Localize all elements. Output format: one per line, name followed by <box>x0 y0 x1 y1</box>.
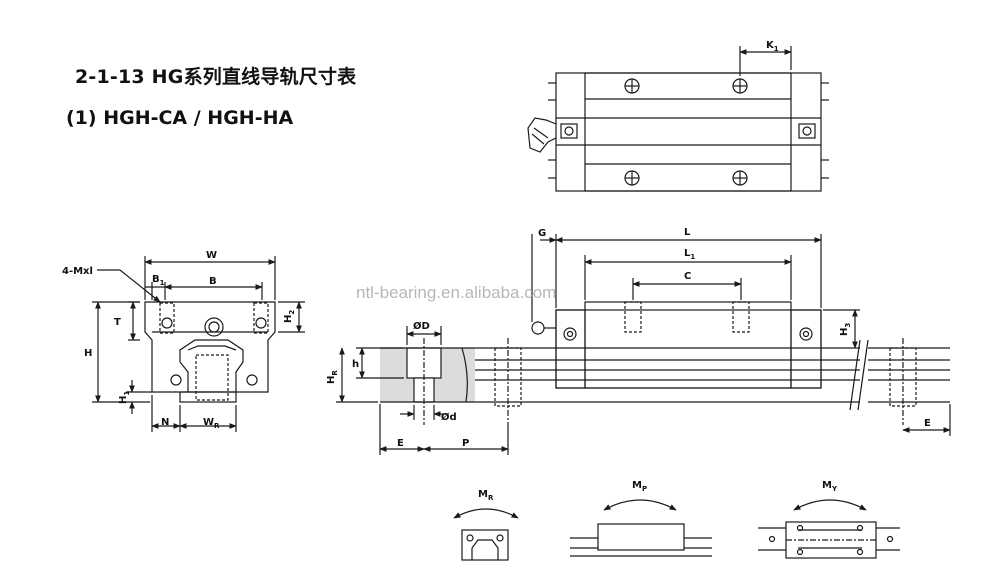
mr-label: MR <box>478 489 494 502</box>
g-label: G <box>538 228 546 239</box>
h1-label: H1 <box>118 391 131 404</box>
w-label: W <box>206 250 217 261</box>
moment-my-icon <box>758 499 900 559</box>
h-label: H <box>84 348 92 359</box>
mp-label: MP <box>632 480 647 493</box>
hr-label: HR <box>326 370 339 384</box>
od-small-label: Ød <box>441 411 457 423</box>
side-view <box>336 234 951 455</box>
t-label: T <box>114 317 121 328</box>
end-view <box>92 256 305 432</box>
k1-label: K1 <box>766 40 779 53</box>
moment-mp-icon <box>570 499 712 557</box>
model-subtitle: (1) HGH-CA / HGH-HA <box>66 107 294 129</box>
wr-label: WR <box>203 417 220 430</box>
b1-label: B1 <box>152 274 165 287</box>
n-label: N <box>161 417 169 428</box>
page-title: 2-1-13 HG系列直线导轨尺寸表 <box>75 66 357 88</box>
my-label: MY <box>822 480 838 493</box>
e-left-label: E <box>397 438 404 449</box>
h2-label: H2 <box>283 310 296 323</box>
c-label: C <box>684 271 691 282</box>
mxl-label: 4-Mxl <box>62 266 93 277</box>
h3-label: H3 <box>839 323 852 336</box>
b-label: B <box>209 276 217 287</box>
l1-label: L1 <box>684 248 695 261</box>
top-view <box>527 46 829 192</box>
l-label: L <box>684 227 691 238</box>
h-small-label: h <box>352 359 359 370</box>
e-right-label: E <box>924 418 931 429</box>
watermark: ntl-bearing.en.alibaba.com <box>356 283 556 302</box>
od-big-label: ØD <box>413 320 430 332</box>
p-label: P <box>462 438 469 449</box>
moment-mr-icon <box>453 508 519 561</box>
